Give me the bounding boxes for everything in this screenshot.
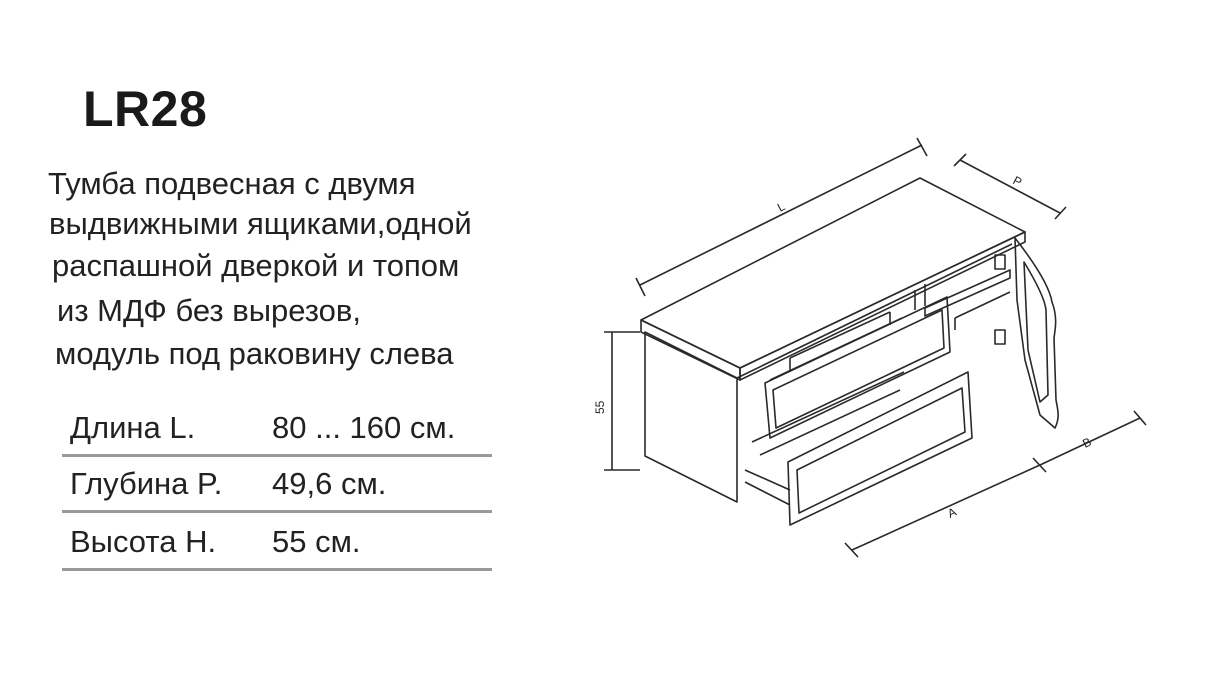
lower-drawer: [744, 371, 973, 526]
dim-a-label: A: [945, 505, 958, 521]
description-line-3: распашной дверкой и топом: [52, 248, 460, 283]
upper-drawer: [764, 296, 951, 439]
spec-row-depth: Глубина P. 49,6 см.: [62, 460, 492, 513]
open-door: [994, 237, 1059, 429]
spec-label-height: Высота H.: [70, 524, 217, 559]
spec-value-depth: 49,6 см.: [272, 466, 387, 501]
description-line-5: модуль под раковину слева: [55, 336, 454, 371]
height-label: 55: [593, 400, 607, 414]
depth-dimension-line: [953, 153, 1067, 220]
spec-value-height: 55 см.: [272, 524, 361, 559]
height-dimension-line: [604, 331, 640, 471]
length-label: L: [775, 199, 788, 215]
spec-row-length: Длина L. 80 ... 160 см.: [62, 404, 492, 457]
spec-label-length: Длина L.: [70, 410, 196, 445]
length-dimension-line: [635, 137, 928, 297]
dim-b-label: B: [1080, 435, 1093, 451]
dimension-b-line: [1039, 410, 1147, 466]
description-line-2: выдвижными ящиками,одной: [49, 206, 472, 241]
spec-value-length: 80 ... 160 см.: [272, 410, 456, 445]
dimension-a-line: [844, 457, 1047, 558]
spec-label-depth: Глубина P.: [70, 466, 223, 501]
cabinet-carcass: [640, 177, 1026, 503]
description-line-1: Тумба подвесная с двумя: [48, 166, 416, 201]
cabinet-technical-drawing: L P 55 A B: [593, 137, 1147, 558]
description-line-4: из МДФ без вырезов,: [57, 293, 361, 328]
spec-row-height: Высота H. 55 см.: [62, 518, 492, 571]
product-model-title: LR28: [83, 81, 208, 137]
